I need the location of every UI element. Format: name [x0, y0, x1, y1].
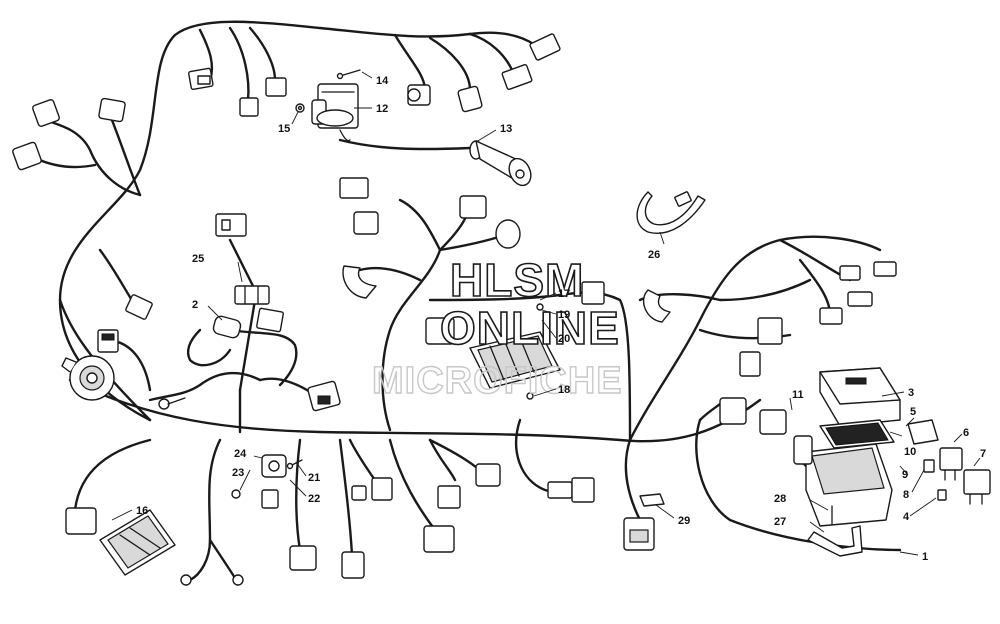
- connector-top-row: [12, 33, 561, 171]
- sensor-assembly-part-24: [231, 454, 303, 509]
- fuse-part-4: [937, 489, 947, 501]
- callout-28: 28: [774, 493, 786, 505]
- bracket-part-27: [807, 525, 863, 557]
- callout-17: 17: [558, 288, 570, 300]
- callout-24: 24: [234, 448, 247, 460]
- connector-bottom-row: [289, 463, 655, 579]
- ecu-module-part-16: [65, 507, 176, 576]
- connector-left-mid: [97, 294, 153, 353]
- cable-tie-part-26: [636, 191, 706, 234]
- callout-7: 7: [980, 448, 986, 460]
- speed-sensor: [61, 355, 115, 401]
- relay-part-5: [907, 419, 939, 445]
- callout-21: 21: [308, 472, 320, 484]
- watermark-line-2: ONLINE: [440, 302, 620, 354]
- connector-center: [339, 177, 671, 345]
- watermark-line-1: HLSM: [450, 254, 584, 306]
- callout-26: 26: [648, 249, 660, 261]
- callout-9: 9: [902, 469, 908, 481]
- callout-1: 1: [922, 551, 928, 563]
- callout-11: 11: [792, 389, 804, 401]
- fuse-holder-part-2: [212, 307, 284, 339]
- ignition-coil-part-12: [311, 83, 359, 142]
- callout-25: 25: [192, 253, 204, 265]
- relay-part-6: [939, 447, 963, 481]
- callout-14: 14: [376, 75, 389, 87]
- callout-3: 3: [908, 387, 914, 399]
- connector-left-lower: [307, 380, 341, 412]
- spark-plug-cap-part-13: [469, 140, 532, 187]
- gasket-part-10: [819, 419, 895, 449]
- callout-27: 27: [774, 516, 786, 528]
- watermark: HLSM ONLINE MICROFICHE: [371, 253, 623, 403]
- washer-part-15: [295, 103, 305, 113]
- callout-labels: 1 2 3 4 5 6 7 8 9 10 11 12 13 14 15 16 1…: [136, 75, 986, 563]
- callout-19: 19: [558, 309, 570, 321]
- callout-12: 12: [376, 103, 388, 115]
- callout-29: 29: [678, 515, 690, 527]
- callout-15: 15: [278, 123, 290, 135]
- callout-18: 18: [558, 384, 570, 396]
- callout-23: 23: [232, 467, 244, 479]
- callout-20: 20: [558, 333, 570, 345]
- relay-part-7: [963, 469, 991, 505]
- fuse-box-cover-part-3: [819, 367, 901, 427]
- fuse-part-8: [923, 459, 935, 473]
- ring-terminal: [158, 397, 186, 410]
- callout-10: 10: [904, 446, 916, 458]
- callout-6: 6: [963, 427, 969, 439]
- relay-connector-part-25: [215, 213, 270, 305]
- callout-2: 2: [192, 299, 198, 311]
- leader-lines: [111, 71, 981, 556]
- callout-8: 8: [903, 489, 909, 501]
- ground-terminals: [180, 574, 244, 586]
- fuse-block-part-9: [793, 435, 893, 527]
- callout-5: 5: [910, 406, 916, 418]
- callout-4: 4: [903, 511, 910, 523]
- clip-part-29: [639, 493, 665, 507]
- bolt-part-14: [336, 69, 361, 80]
- connector-right: [719, 261, 897, 435]
- callout-16: 16: [136, 505, 148, 517]
- callout-13: 13: [500, 123, 512, 135]
- callout-22: 22: [308, 493, 320, 505]
- watermark-line-3: MICROFICHE: [372, 360, 623, 402]
- voltage-regulator: [469, 303, 561, 400]
